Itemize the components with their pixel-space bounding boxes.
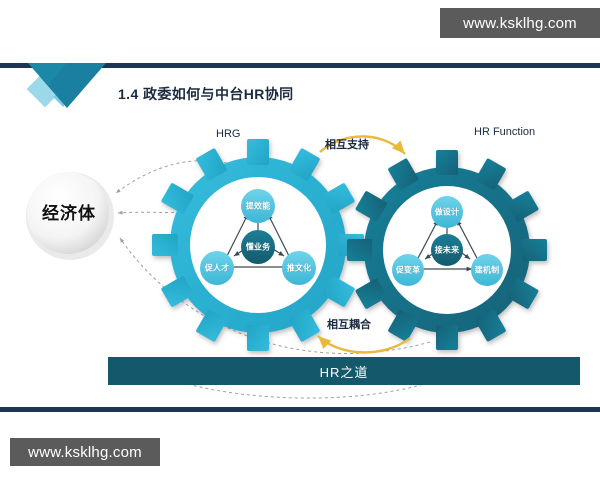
node-right-bottom-right <box>471 254 503 286</box>
economy-sphere <box>26 172 114 260</box>
header-rule <box>0 63 600 68</box>
node-left-bottom-left <box>200 251 234 285</box>
watermark-bottom: www.ksklhg.com <box>10 438 160 466</box>
node-label-right-bottom-left: 促变革 <box>395 265 421 275</box>
footer-band: HR之道 <box>108 357 580 385</box>
node-label-left-bottom-left: 促人才 <box>204 263 230 273</box>
node-label-left-bottom-right: 推文化 <box>286 263 312 273</box>
node-right-top <box>431 196 463 228</box>
right-gear-caption: HR Function <box>474 126 536 138</box>
node-label-left-center: 懂业务 <box>245 242 271 252</box>
node-left-top <box>241 189 275 223</box>
watermark-top: www.ksklhg.com <box>440 8 600 38</box>
diagram-canvas: 提效能 懂业务 促人才 推文化 做设计 接未来 促变革 建机制 <box>0 110 600 410</box>
header-diamond-decoration <box>26 63 106 108</box>
node-label-right-center: 接未来 <box>434 245 460 255</box>
economy-label: 经济体 <box>42 204 96 223</box>
curve-label-bottom: 相互耦合 <box>327 319 371 331</box>
page-title: 1.4 政委如何与中台HR协同 <box>118 86 294 102</box>
node-right-bottom-left <box>392 254 424 286</box>
node-left-bottom-right <box>282 251 316 285</box>
left-gear-caption: HRG <box>216 128 241 140</box>
node-left-center <box>241 230 275 264</box>
curve-bottom-arrow <box>317 335 411 354</box>
node-right-center <box>431 234 463 266</box>
curve-label-top: 相互支持 <box>325 139 369 151</box>
footer-rule <box>0 407 600 412</box>
node-label-right-top: 做设计 <box>434 207 460 217</box>
curve-top-arrow <box>319 135 406 155</box>
node-label-right-bottom-right: 建机制 <box>474 265 500 275</box>
node-label-left-top: 提效能 <box>245 201 271 211</box>
